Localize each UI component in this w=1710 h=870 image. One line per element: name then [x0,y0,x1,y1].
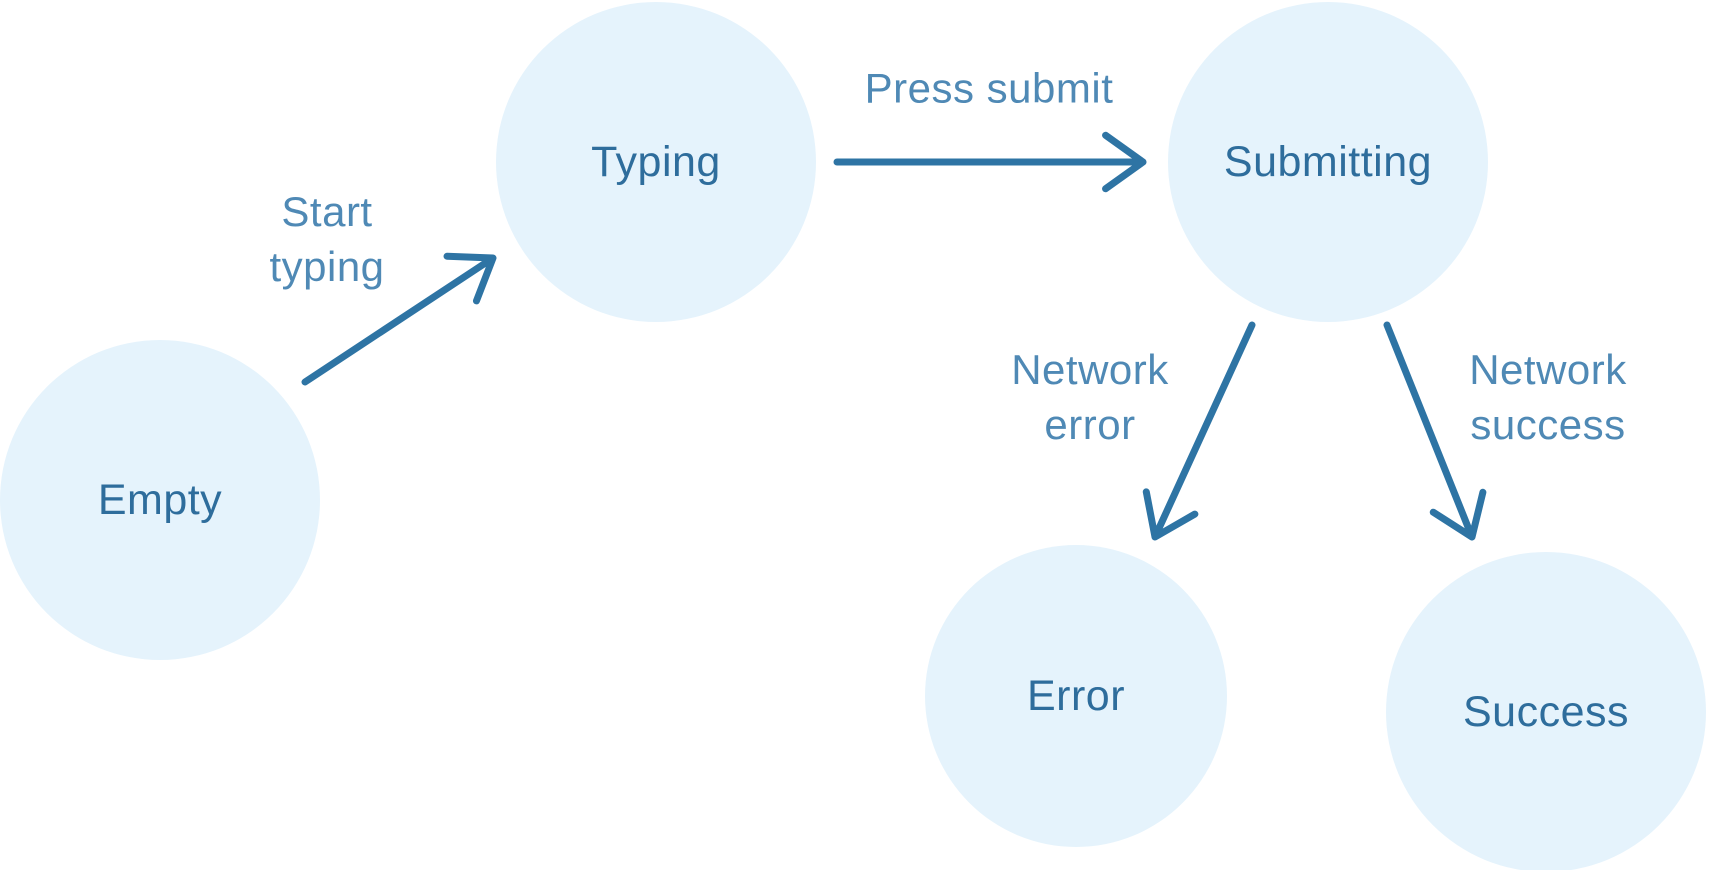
state-node-empty: Empty [0,340,320,660]
transition-arrow-press-submit [833,131,1147,193]
transition-label-network-error: Network error [1011,346,1169,448]
state-label-submitting: Submitting [1223,137,1433,186]
state-label-typing: Typing [591,137,721,186]
state-label-empty: Empty [97,475,223,524]
state-label-error: Error [1026,671,1126,720]
state-node-typing: Typing [496,2,816,322]
state-node-success: Success [1386,552,1706,870]
transition-label-start-typing: Start typing [269,188,385,290]
transition-arrow-network-success [1383,321,1487,541]
state-label-success: Success [1462,687,1629,736]
transition-arrow-network-error [1142,321,1256,541]
state-node-submitting: Submitting [1168,2,1488,322]
state-node-error: Error [925,545,1227,847]
transition-label-network-success: Network success [1469,346,1627,448]
transition-arrow-start-typing [301,252,497,386]
transition-label-press-submit: Press submit [864,64,1114,112]
